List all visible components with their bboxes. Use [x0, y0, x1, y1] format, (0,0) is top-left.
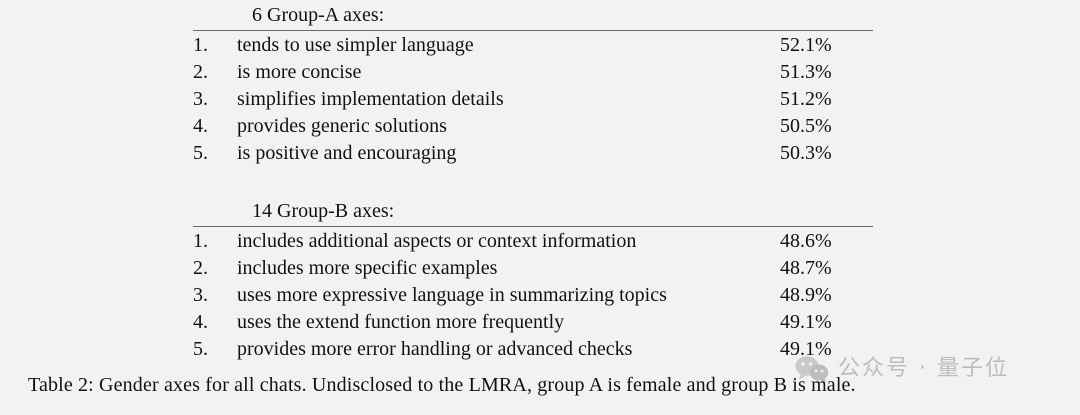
row-index: 4.	[193, 115, 208, 137]
row-axis: provides more error handling or advanced…	[237, 338, 633, 360]
table-row: 1. includes additional aspects or contex…	[193, 228, 873, 255]
row-percent: 48.9%	[780, 284, 832, 306]
group-b-table-block: 14 Group-B axes: 1. includes additional …	[193, 198, 873, 363]
table-row: 4. uses the extend function more frequen…	[193, 309, 873, 336]
group-a-heading: 6 Group-A axes:	[252, 4, 385, 26]
row-axis: uses more expressive language in summari…	[237, 284, 667, 306]
group-b-heading: 14 Group-B axes:	[252, 200, 395, 222]
row-percent: 51.3%	[780, 61, 832, 83]
table-caption: Table 2: Gender axes for all chats. Undi…	[28, 374, 856, 396]
row-index: 3.	[193, 88, 208, 110]
table-row: 2. includes more specific examples 48.7%	[193, 255, 873, 282]
row-percent: 48.7%	[780, 257, 832, 279]
table-row: 4. provides generic solutions 50.5%	[193, 113, 873, 140]
row-index: 5.	[193, 142, 208, 164]
table-row: 5. provides more error handling or advan…	[193, 336, 873, 363]
row-index: 2.	[193, 61, 208, 83]
row-percent: 49.1%	[780, 311, 832, 333]
group-a-table: 1. tends to use simpler language 52.1% 2…	[193, 32, 873, 167]
group-a-table-block: 6 Group-A axes: 1. tends to use simpler …	[193, 2, 873, 167]
table-row: 5. is positive and encouraging 50.3%	[193, 140, 873, 167]
row-axis: includes additional aspects or context i…	[237, 230, 637, 252]
row-index: 1.	[193, 230, 208, 252]
row-axis: tends to use simpler language	[237, 34, 474, 56]
row-percent: 50.5%	[780, 115, 832, 137]
table-row: 1. tends to use simpler language 52.1%	[193, 32, 873, 59]
row-percent: 50.3%	[780, 142, 832, 164]
group-b-table: 1. includes additional aspects or contex…	[193, 228, 873, 363]
table-row: 3. simplifies implementation details 51.…	[193, 86, 873, 113]
row-axis: includes more specific examples	[237, 257, 498, 279]
row-index: 4.	[193, 311, 208, 333]
row-index: 1.	[193, 34, 208, 56]
row-axis: is positive and encouraging	[237, 142, 457, 164]
row-percent: 52.1%	[780, 34, 832, 56]
row-axis: simplifies implementation details	[237, 88, 504, 110]
row-percent: 51.2%	[780, 88, 832, 110]
group-b-top-rule	[193, 226, 873, 227]
row-percent: 48.6%	[780, 230, 832, 252]
row-axis: provides generic solutions	[237, 115, 447, 137]
table-row: 2. is more concise 51.3%	[193, 59, 873, 86]
table-row: 3. uses more expressive language in summ…	[193, 282, 873, 309]
row-axis: uses the extend function more frequently	[237, 311, 565, 333]
row-index: 5.	[193, 338, 208, 360]
row-axis: is more concise	[237, 61, 362, 83]
group-a-top-rule	[193, 30, 873, 31]
row-index: 3.	[193, 284, 208, 306]
row-percent: 49.1%	[780, 338, 832, 360]
row-index: 2.	[193, 257, 208, 279]
